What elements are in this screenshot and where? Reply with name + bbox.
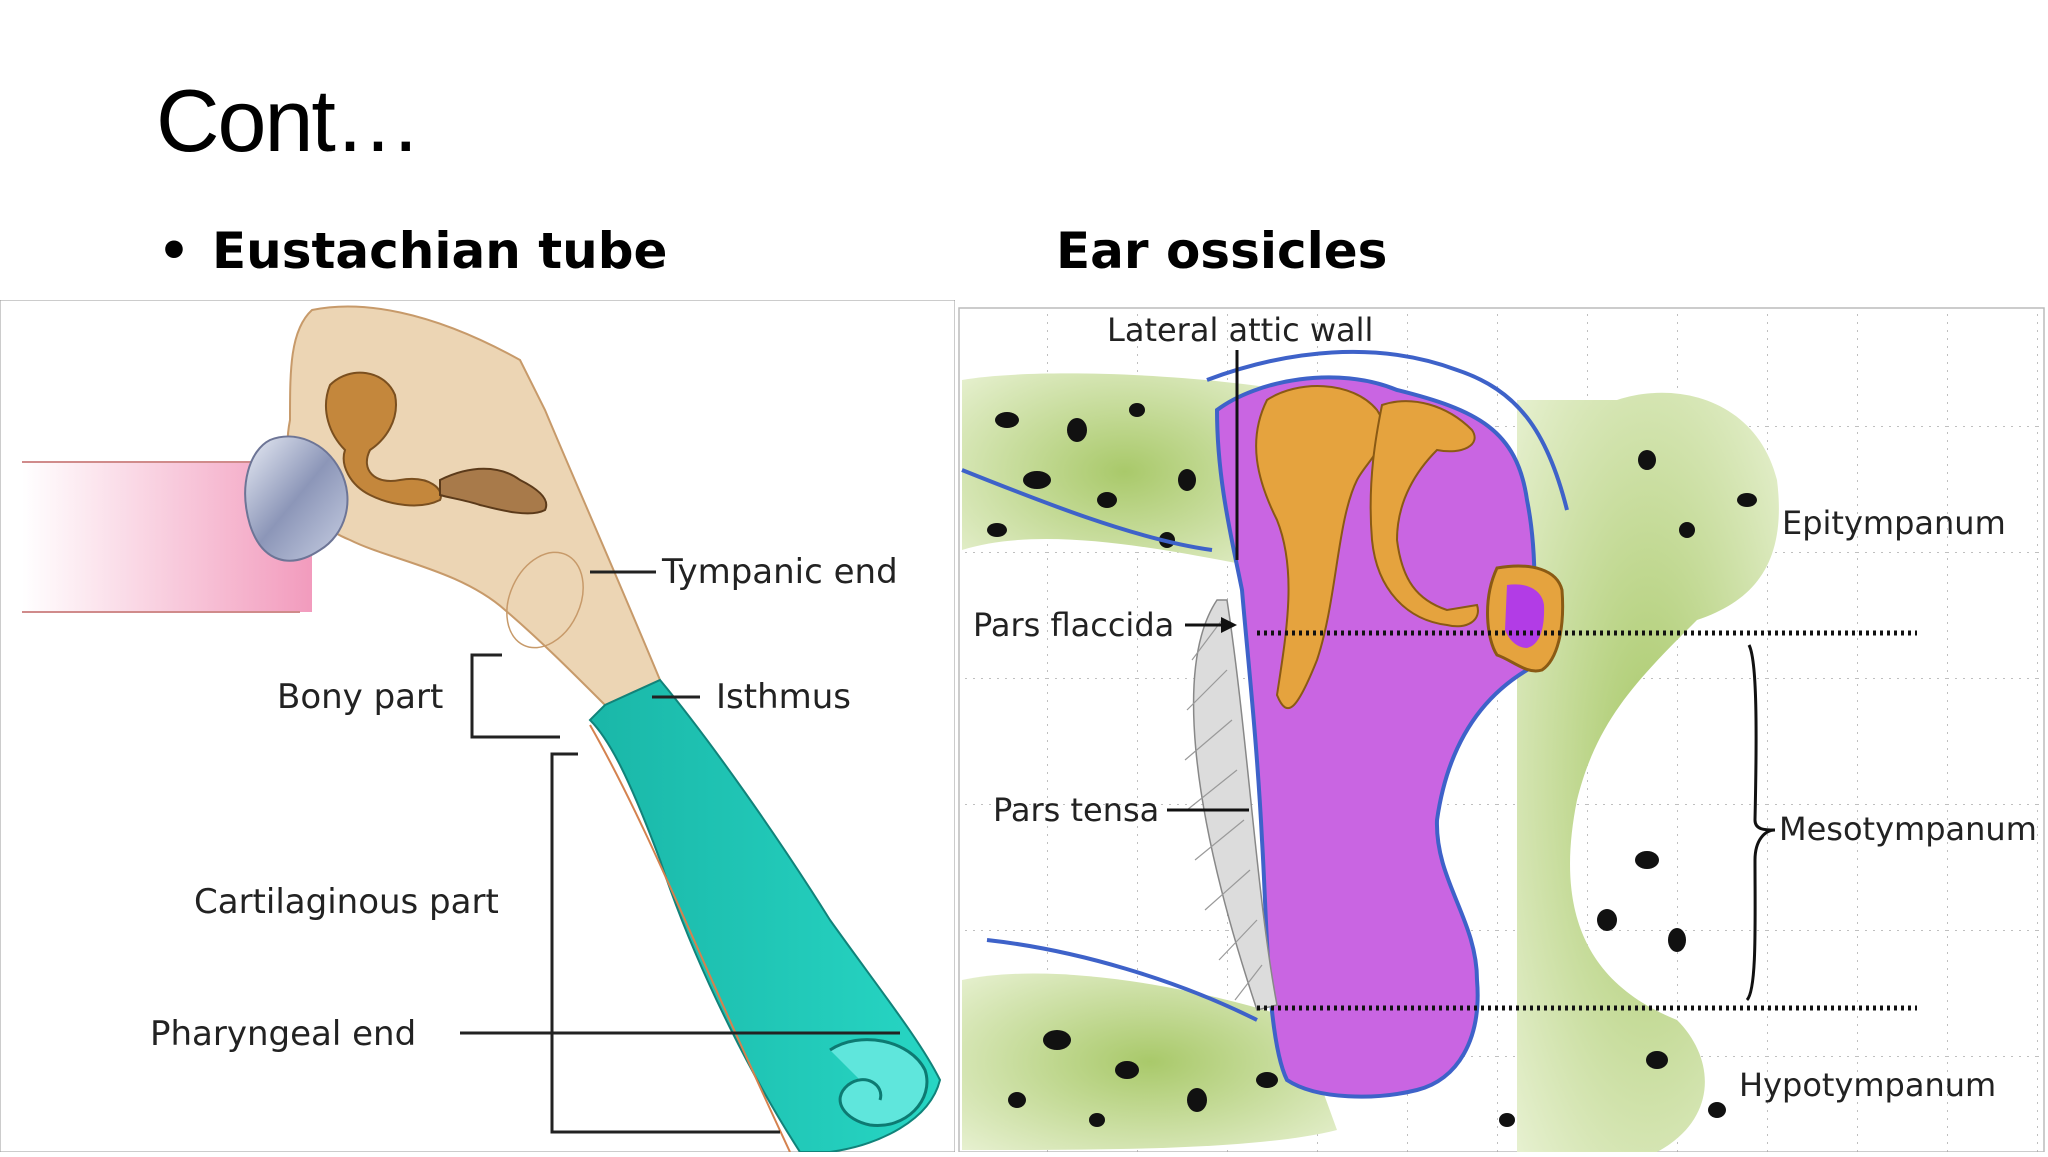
tympanic-membrane	[244, 435, 349, 562]
bullet-icon: •	[158, 222, 190, 280]
leader-lines	[460, 570, 900, 1134]
ear-ossicles-illustration: Lateral attic wall Pars flaccida Pars te…	[958, 307, 2045, 1153]
ossicles-leader-lines	[1167, 350, 1776, 1002]
pharyngeal-opening	[829, 1038, 929, 1128]
label-lateral-attic-wall: Lateral attic wall	[1107, 311, 1373, 349]
upper-left-bone	[962, 373, 1287, 570]
lower-wall-outline	[986, 938, 1258, 1022]
label-bony-part: Bony part	[277, 677, 443, 717]
slide-title: Cont…	[156, 71, 422, 170]
eustachian-tube-diagram: Tympanic end Bony part Isthmus Cartilagi…	[0, 299, 956, 1153]
tube-outline	[589, 724, 791, 1153]
eustachian-tube-illustration: Tympanic end Bony part Isthmus Cartilagi…	[0, 299, 956, 1153]
pars-flaccida-arrowhead	[1221, 617, 1237, 633]
eustachian-heading: • Eustachian tube	[158, 222, 667, 280]
label-cartilaginous-part: Cartilaginous part	[194, 882, 499, 922]
lateral-attic-wall-outline	[961, 468, 1213, 552]
label-pharyngeal-end: Pharyngeal end	[150, 1014, 416, 1054]
label-pars-tensa: Pars tensa	[993, 791, 1159, 829]
label-mesotympanum: Mesotympanum	[1779, 810, 2037, 848]
ossicles-heading: Ear ossicles	[1056, 222, 1388, 280]
lower-left-bone	[962, 973, 1337, 1150]
label-isthmus: Isthmus	[716, 677, 851, 717]
label-tympanic-end: Tympanic end	[661, 552, 898, 592]
label-hypotympanum: Hypotympanum	[1739, 1066, 1996, 1104]
upper-wall-outline	[1206, 349, 1569, 511]
ear-ossicles-diagram: Lateral attic wall Pars flaccida Pars te…	[957, 300, 2048, 1153]
isthmus-ring	[506, 551, 584, 649]
bone-cavities	[987, 403, 1757, 1127]
right-bone	[1517, 392, 1779, 1153]
ossicle-chain	[325, 371, 548, 515]
label-pars-flaccida: Pars flaccida	[973, 606, 1174, 644]
tympanic-membrane	[1192, 599, 1278, 1011]
eustachian-heading-text: Eustachian tube	[211, 222, 668, 280]
label-epitympanum: Epitympanum	[1782, 504, 2006, 542]
ossicle-chain	[1255, 385, 1565, 709]
pars-tensa-fibers	[1184, 619, 1263, 1001]
